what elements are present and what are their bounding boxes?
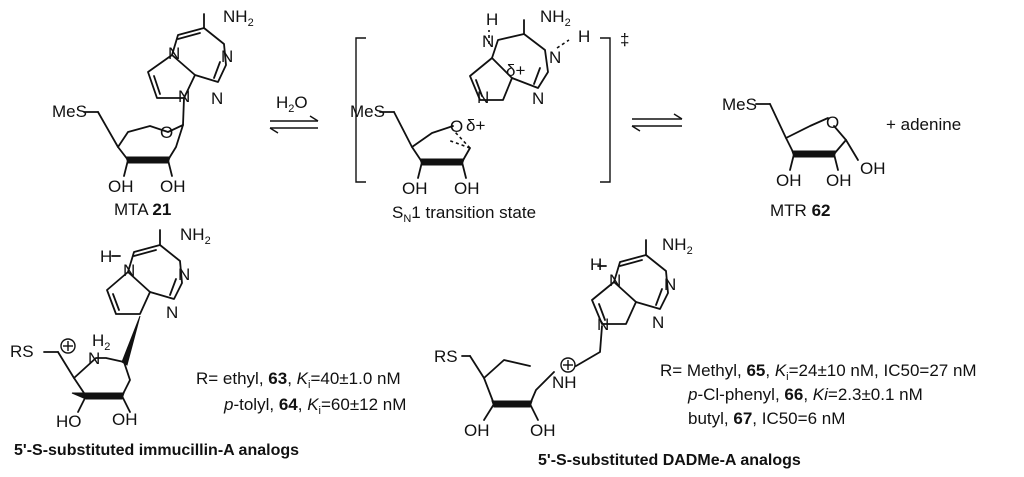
imm-ring-n: N bbox=[88, 349, 100, 368]
mtr-oh-mid: OH bbox=[826, 171, 852, 190]
mta-structure: NH2 N N N N O MeS OH OH MTA 21 bbox=[52, 7, 254, 219]
ts-caption: SN1 transition state bbox=[392, 203, 536, 225]
ts-ring-o: O bbox=[450, 117, 463, 136]
dadme-ring-nh: NH bbox=[552, 373, 577, 392]
mtr-oh-left: OH bbox=[776, 171, 802, 190]
immucillin-values: R= ethyl, 63, Ki=40±1.0 nM p-tolyl, 64, … bbox=[196, 369, 406, 417]
imm-h: H bbox=[100, 247, 112, 266]
dadme-oh-left: OH bbox=[464, 421, 490, 440]
imm-n7: N bbox=[123, 261, 135, 280]
mtr-mes: MeS bbox=[722, 95, 757, 114]
ts-h-n7: H bbox=[486, 10, 498, 29]
dadme-caption: 5'-S-substituted DADMe-A analogs bbox=[538, 452, 801, 469]
imm-n3: N bbox=[166, 303, 178, 322]
imm-line-63: R= ethyl, 63, Ki=40±1.0 nM bbox=[196, 369, 401, 391]
immucillin-caption: 5'-S-substituted immucillin-A analogs bbox=[14, 442, 299, 459]
imm-rs: RS bbox=[10, 342, 34, 361]
dadme-line-67: butyl, 67, IC50=6 nM bbox=[688, 409, 845, 428]
ts-n1: N bbox=[549, 48, 561, 67]
mta-ring-o: O bbox=[160, 123, 173, 142]
ts-delta-ring: δ+ bbox=[506, 61, 525, 80]
ts-n7: N bbox=[482, 32, 494, 51]
mta-n1: N bbox=[221, 47, 233, 66]
mtr-caption: MTR 62 bbox=[770, 201, 830, 220]
mta-n3: N bbox=[211, 89, 223, 108]
mta-n7: N bbox=[168, 44, 180, 63]
ts-delta-oxygen: δ+ bbox=[466, 116, 485, 135]
mtr-oh-anomeric: OH bbox=[860, 159, 886, 178]
mtr-coproduct: + adenine bbox=[886, 115, 961, 134]
dadme-h: H bbox=[590, 255, 602, 274]
mta-caption: MTA 21 bbox=[114, 200, 171, 219]
dadme-n3: N bbox=[652, 313, 664, 332]
equilibrium-arrows-right bbox=[631, 113, 683, 132]
ts-nh2: NH2 bbox=[540, 7, 571, 29]
imm-line-64: p-tolyl, 64, Ki=60±12 nM bbox=[223, 395, 406, 417]
dadme-values: R= Methyl, 65, Ki=24±10 nM, IC50=27 nM p… bbox=[660, 361, 977, 428]
ts-oh-right: OH bbox=[454, 179, 480, 198]
ts-n3: N bbox=[532, 89, 544, 108]
imm-h2: H2 bbox=[92, 331, 110, 353]
imm-nh2: NH2 bbox=[180, 225, 211, 247]
mta-nh2: NH2 bbox=[223, 7, 254, 29]
ts-n9: N bbox=[477, 88, 489, 107]
ts-oh-left: OH bbox=[402, 179, 428, 198]
h2o-reagent: H2O bbox=[276, 93, 308, 115]
imm-ho: HO bbox=[56, 412, 82, 431]
imm-n1: N bbox=[178, 265, 190, 284]
mta-oh-left: OH bbox=[108, 177, 134, 196]
dadme-nh2: NH2 bbox=[662, 235, 693, 257]
dadme-rs: RS bbox=[434, 347, 458, 366]
mtr-structure: O MeS OH OH OH + adenine MTR 62 bbox=[722, 95, 961, 220]
mta-oh-right: OH bbox=[160, 177, 186, 196]
dadme-line-66: p-Cl-phenyl, 66, Ki=2.3±0.1 nM bbox=[687, 385, 923, 404]
equilibrium-arrows-left: H2O bbox=[269, 93, 319, 134]
ts-dagger: ‡ bbox=[620, 30, 629, 49]
dadme-oh-right: OH bbox=[530, 421, 556, 440]
mta-mes: MeS bbox=[52, 102, 87, 121]
dadme-n1: N bbox=[664, 275, 676, 294]
mta-n9: N bbox=[178, 87, 190, 106]
immucillin-structure: NH2 H N N N N H2 RS HO OH 5'-S-substitut… bbox=[10, 225, 299, 459]
ts-h-n1: H bbox=[578, 27, 590, 46]
dadme-structure: NH2 H N N N N NH RS OH OH 5'-S-substitut… bbox=[434, 235, 801, 469]
dadme-n9: N bbox=[597, 315, 609, 334]
transition-state-structure: ‡ H H NH2 N N N N δ+ O δ+ MeS OH OH SN1 … bbox=[350, 7, 629, 225]
dadme-line-65: R= Methyl, 65, Ki=24±10 nM, IC50=27 nM bbox=[660, 361, 977, 383]
imm-oh: OH bbox=[112, 410, 138, 429]
mtr-ring-o: O bbox=[826, 113, 839, 132]
ts-mes: MeS bbox=[350, 102, 385, 121]
dadme-n7: N bbox=[609, 271, 621, 290]
